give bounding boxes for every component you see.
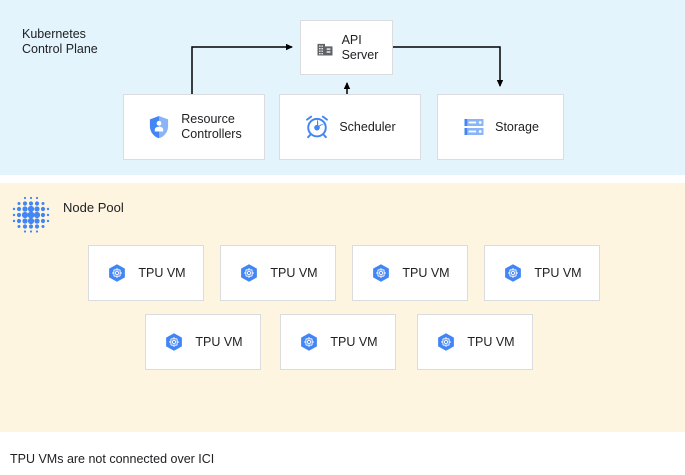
alarm-clock-icon (306, 115, 329, 139)
tpu-vm-card[interactable]: TPU VM (88, 245, 204, 301)
node-scheduler[interactable]: Scheduler (279, 94, 421, 160)
tpu-vm-label: TPU VM (270, 265, 318, 280)
tpu-vm-card[interactable]: TPU VM (220, 245, 336, 301)
tpu-vm-label: TPU VM (195, 334, 243, 349)
tpu-vm-label: TPU VM (467, 334, 515, 349)
tpu-vm-card[interactable]: TPU VM (280, 314, 396, 370)
tpu-hex-icon (166, 333, 183, 351)
node-resource-controllers[interactable]: Resource Controllers (123, 94, 265, 160)
tpu-vm-label: TPU VM (534, 265, 582, 280)
node-api-server-label: API Server (341, 32, 379, 62)
dot-matrix-icon (12, 196, 50, 233)
tpu-hex-icon (373, 264, 390, 282)
building-icon (317, 43, 333, 55)
tpu-hex-icon (505, 264, 522, 282)
tpu-hex-icon (301, 333, 318, 351)
tpu-vm-card[interactable]: TPU VM (352, 245, 468, 301)
node-api-server[interactable]: API Server (300, 20, 393, 75)
tpu-hex-icon (438, 333, 455, 351)
tpu-vm-card[interactable]: TPU VM (145, 314, 261, 370)
node-pool-title: Node Pool (63, 200, 124, 215)
tpu-hex-icon (241, 264, 258, 282)
node-resource-controllers-label: Resource Controllers (181, 112, 242, 141)
tpu-vm-card[interactable]: TPU VM (484, 245, 600, 301)
node-scheduler-label: Scheduler (339, 119, 396, 134)
tpu-vm-label: TPU VM (330, 334, 378, 349)
node-pool-panel (0, 183, 685, 432)
node-storage-label: Storage (495, 119, 539, 134)
tpu-vm-label: TPU VM (138, 265, 186, 280)
server-rack-icon (464, 119, 484, 135)
control-plane-title: Kubernetes Control Plane (22, 27, 98, 56)
tpu-vm-card[interactable]: TPU VM (417, 314, 533, 370)
footer-note: TPU VMs are not connected over ICI (10, 452, 215, 466)
tpu-hex-icon (109, 264, 126, 282)
shield-person-icon (150, 115, 169, 139)
node-storage[interactable]: Storage (437, 94, 564, 160)
tpu-vm-label: TPU VM (402, 265, 450, 280)
